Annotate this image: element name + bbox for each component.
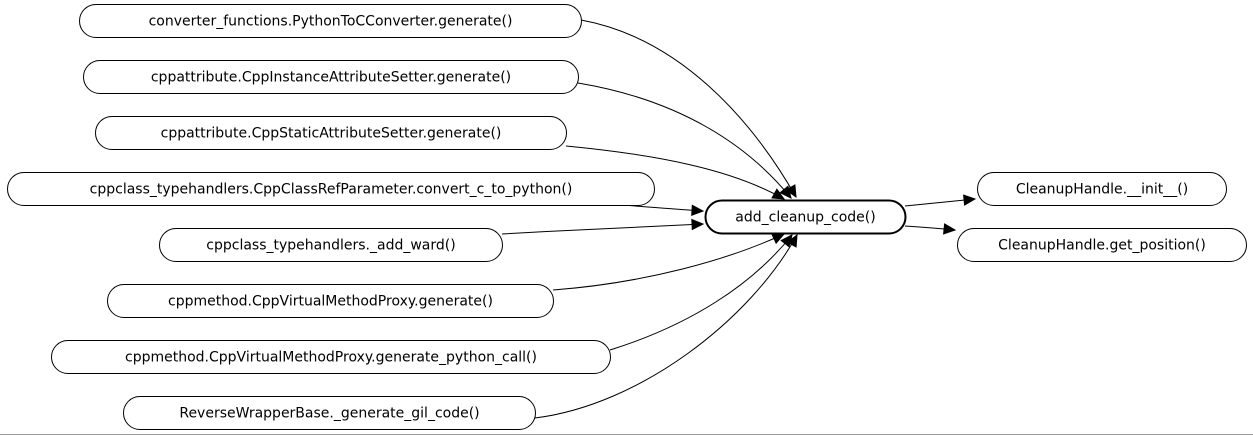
caller-node-7-label: cppmethod.CppVirtualMethodProxy.generate…: [125, 350, 537, 366]
caller-node-7-box: [51, 340, 611, 374]
edge-caller-1: [580, 19, 797, 198]
caller-node-2-box: [83, 60, 579, 94]
caller-node-3-box: [95, 116, 567, 150]
focus-node[interactable]: add_cleanup_code(): [704, 199, 907, 235]
call-nodes: converter_functions.PythonToCConverter.g…: [7, 4, 1247, 430]
caller-node-7[interactable]: cppmethod.CppVirtualMethodProxy.generate…: [51, 340, 611, 374]
focus-node-box: [704, 199, 907, 235]
caller-node-4[interactable]: cppclass_typehandlers.CppClassRefParamet…: [7, 172, 655, 206]
edge-callee-2-arrowhead: [943, 223, 957, 235]
caller-node-8[interactable]: ReverseWrapperBase._generate_gil_code(): [123, 396, 536, 430]
edge-caller-5: [501, 223, 704, 235]
edge-caller-8: [534, 234, 798, 419]
edge-caller-1-arrowhead: [785, 184, 797, 199]
caller-node-5[interactable]: cppclass_typehandlers._add_ward(): [159, 228, 503, 262]
caller-node-3-label: cppattribute.CppStaticAttributeSetter.ge…: [161, 126, 502, 142]
callee-node-1-box: [977, 172, 1227, 206]
edge-caller-3-arrowhead: [771, 188, 786, 200]
edge-caller-3: [565, 145, 785, 200]
edge-caller-2-arrowhead: [779, 185, 792, 199]
call-edges: [501, 19, 977, 419]
caller-node-8-box: [123, 396, 536, 430]
caller-node-6-box: [107, 284, 554, 318]
edge-caller-5-arrowhead: [691, 218, 705, 231]
caller-node-3[interactable]: cppattribute.CppStaticAttributeSetter.ge…: [95, 116, 567, 150]
caller-node-6[interactable]: cppmethod.CppVirtualMethodProxy.generate…: [107, 284, 554, 318]
caller-node-4-label: cppclass_typehandlers.CppClassRefParamet…: [90, 182, 573, 198]
caller-node-5-label: cppclass_typehandlers._add_ward(): [206, 238, 455, 254]
caller-node-1-box: [79, 4, 582, 38]
caller-node-5-box: [159, 228, 503, 262]
callee-node-2-box: [957, 228, 1247, 262]
callee-node-2[interactable]: CleanupHandle.get_position(): [957, 228, 1247, 262]
caller-node-8-label: ReverseWrapperBase._generate_gil_code(): [179, 406, 479, 422]
focus-node-label: add_cleanup_code(): [735, 210, 875, 226]
edge-caller-6: [552, 233, 785, 291]
caller-node-1-label: converter_functions.PythonToCConverter.g…: [149, 14, 513, 30]
caller-node-4-box: [7, 172, 655, 206]
callee-node-2-label: CleanupHandle.get_position(): [998, 238, 1206, 254]
callee-node-1-label: CleanupHandle.__init__(): [1016, 182, 1188, 198]
edge-caller-8-arrowhead: [786, 233, 798, 248]
edge-caller-7: [609, 234, 793, 351]
caller-node-6-label: cppmethod.CppVirtualMethodProxy.generate…: [168, 294, 493, 310]
caller-node-2[interactable]: cppattribute.CppInstanceAttributeSetter.…: [83, 60, 579, 94]
caller-node-1[interactable]: converter_functions.PythonToCConverter.g…: [79, 4, 582, 38]
edge-caller-2: [577, 82, 792, 199]
caller-node-2-label: cppattribute.CppInstanceAttributeSetter.…: [151, 70, 511, 86]
edge-callee-1-arrowhead: [963, 194, 977, 206]
callee-node-1[interactable]: CleanupHandle.__init__(): [977, 172, 1227, 206]
edge-caller-4-arrowhead: [691, 204, 705, 217]
